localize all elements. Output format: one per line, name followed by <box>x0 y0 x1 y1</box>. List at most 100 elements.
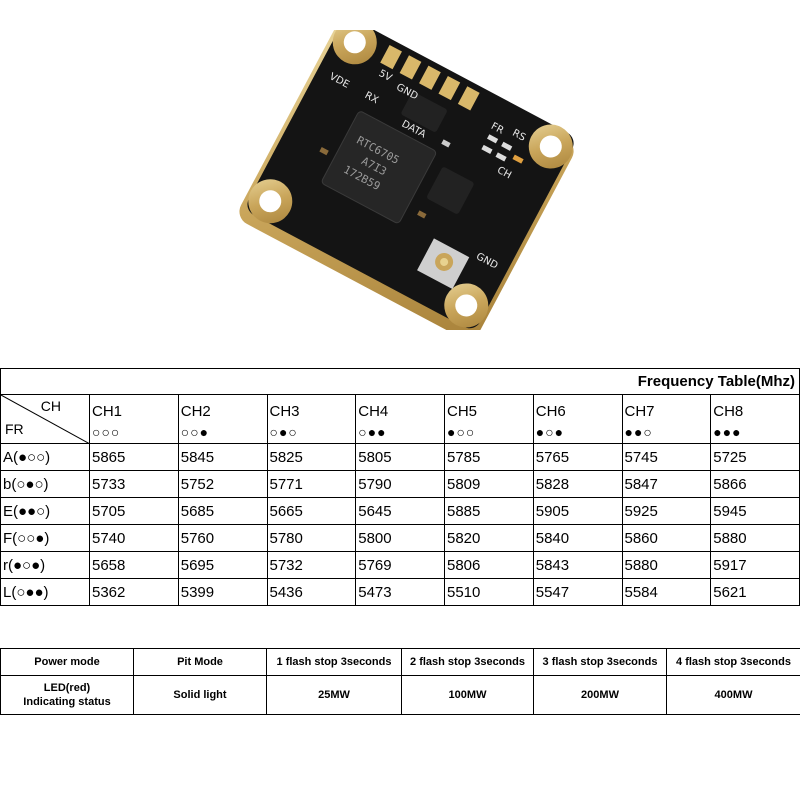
frequency-cell: 5885 <box>444 497 534 525</box>
frequency-table-title-row: Frequency Table(Mhz) <box>0 368 800 395</box>
channel-header: CH2 <box>177 394 268 421</box>
frequency-cell: 5806 <box>444 551 534 579</box>
vtx-board-photo: RTC6705 A7I3 172B59 5V GND DATA RX <box>239 30 574 330</box>
frequency-table-title: Frequency Table(Mhz) <box>0 368 800 395</box>
band-label: A(●○○) <box>0 443 90 471</box>
frequency-cell: 5705 <box>89 497 179 525</box>
channel-dots: ●●○ <box>621 421 712 444</box>
frequency-cell: 5732 <box>266 551 357 579</box>
band-label: F(○○●) <box>0 524 90 552</box>
channel-dots: ○●○ <box>266 421 357 444</box>
power-header-row: Power mode Pit Mode 1 flash stop 3second… <box>0 648 800 676</box>
frequency-cell: 5665 <box>266 497 357 525</box>
amp-chip <box>427 167 474 214</box>
frequency-cell: 5765 <box>532 443 623 471</box>
led-label-line1: LED(red) <box>43 682 91 694</box>
frequency-cell: 5752 <box>177 470 268 498</box>
channel-header: CH8 <box>710 394 800 421</box>
frequency-cell: 5917 <box>710 551 800 579</box>
frequency-cell: 5805 <box>355 443 445 471</box>
power-header-cell: 2 flash stop 3seconds <box>401 648 534 676</box>
channel-dots: ●○○ <box>444 421 534 444</box>
channel-dots: ●●● <box>710 421 800 444</box>
frequency-cell: 5905 <box>532 497 623 525</box>
led-status-value: 100MW <box>401 675 534 715</box>
frequency-cell: 5725 <box>710 443 800 471</box>
led-status-row: LED(red) Indicating status Solid light 2… <box>0 675 800 715</box>
svg-text:FR: FR <box>489 121 505 137</box>
frequency-cell: 5621 <box>710 578 800 606</box>
mounting-hole-tl <box>332 30 377 65</box>
band-label: r(●○●) <box>0 551 90 579</box>
band-label: L(○●●) <box>0 578 90 606</box>
frequency-cell: 5695 <box>177 551 268 579</box>
smd-components <box>319 134 524 219</box>
frequency-cell: 5828 <box>532 470 623 498</box>
frequency-cell: 5945 <box>710 497 800 525</box>
rtc6705-chip <box>321 111 437 224</box>
frequency-cell: 5584 <box>621 578 712 606</box>
frequency-cell: 5740 <box>89 524 179 552</box>
mounting-hole-bl <box>248 179 293 224</box>
led-label-line2: Indicating status <box>23 696 111 708</box>
mounting-hole-tr <box>528 124 573 169</box>
channel-header: CH6 <box>532 394 623 421</box>
led-status-value: 25MW <box>266 675 402 715</box>
channel-dots: ○○● <box>177 421 268 444</box>
frequency-cell: 5760 <box>177 524 268 552</box>
channel-header: CH4 <box>355 394 445 421</box>
channel-dots: ○●● <box>355 421 445 444</box>
frequency-cell: 5825 <box>266 443 357 471</box>
power-header-cell: Pit Mode <box>133 648 267 676</box>
led-status-value: 400MW <box>666 675 800 715</box>
frequency-cell: 5658 <box>89 551 179 579</box>
corner-fr-label: FR <box>5 421 24 437</box>
frequency-cell: 5399 <box>177 578 268 606</box>
channel-dots: ●○● <box>532 421 623 444</box>
frequency-cell: 5771 <box>266 470 357 498</box>
channel-dots: ○○○ <box>89 421 179 444</box>
power-header-cell: 4 flash stop 3seconds <box>666 648 800 676</box>
ch-fr-corner-cell: CH FR <box>0 394 90 444</box>
frequency-cell: 5843 <box>532 551 623 579</box>
power-header-cell: Power mode <box>0 648 134 676</box>
ufl-antenna-connector <box>417 238 470 289</box>
frequency-cell: 5685 <box>177 497 268 525</box>
channel-header: CH3 <box>266 394 357 421</box>
frequency-cell: 5860 <box>621 524 712 552</box>
corner-diagonal <box>1 395 89 443</box>
channel-header: CH7 <box>621 394 712 421</box>
solder-pads <box>380 44 480 111</box>
frequency-cell: 5473 <box>355 578 445 606</box>
channel-header-row: CH FR CH1 CH2 CH3 CH4 CH5 CH6 CH7 CH8 <box>0 394 800 444</box>
power-header-cell: 1 flash stop 3seconds <box>266 648 402 676</box>
mounting-hole-br <box>444 283 489 328</box>
frequency-cell: 5880 <box>621 551 712 579</box>
frequency-cell: 5547 <box>532 578 623 606</box>
frequency-cell: 5745 <box>621 443 712 471</box>
frequency-cell: 5769 <box>355 551 445 579</box>
frequency-cell: 5362 <box>89 578 179 606</box>
frequency-cell: 5645 <box>355 497 445 525</box>
frequency-cell: 5866 <box>710 470 800 498</box>
frequency-cell: 5780 <box>266 524 357 552</box>
frequency-cell: 5790 <box>355 470 445 498</box>
led-status-value: Solid light <box>133 675 267 715</box>
frequency-cell: 5436 <box>266 578 357 606</box>
led-status-label-cell: LED(red) Indicating status <box>0 675 134 715</box>
frequency-cell: 5847 <box>621 470 712 498</box>
frequency-cell: 5845 <box>177 443 268 471</box>
power-mode-table: Power mode Pit Mode 1 flash stop 3second… <box>0 648 800 715</box>
frequency-cell: 5510 <box>444 578 534 606</box>
band-label: b(○●○) <box>0 470 90 498</box>
led-status-value: 200MW <box>533 675 667 715</box>
frequency-cell: 5809 <box>444 470 534 498</box>
frequency-cell: 5880 <box>710 524 800 552</box>
power-header-cell: 3 flash stop 3seconds <box>533 648 667 676</box>
frequency-cell: 5785 <box>444 443 534 471</box>
